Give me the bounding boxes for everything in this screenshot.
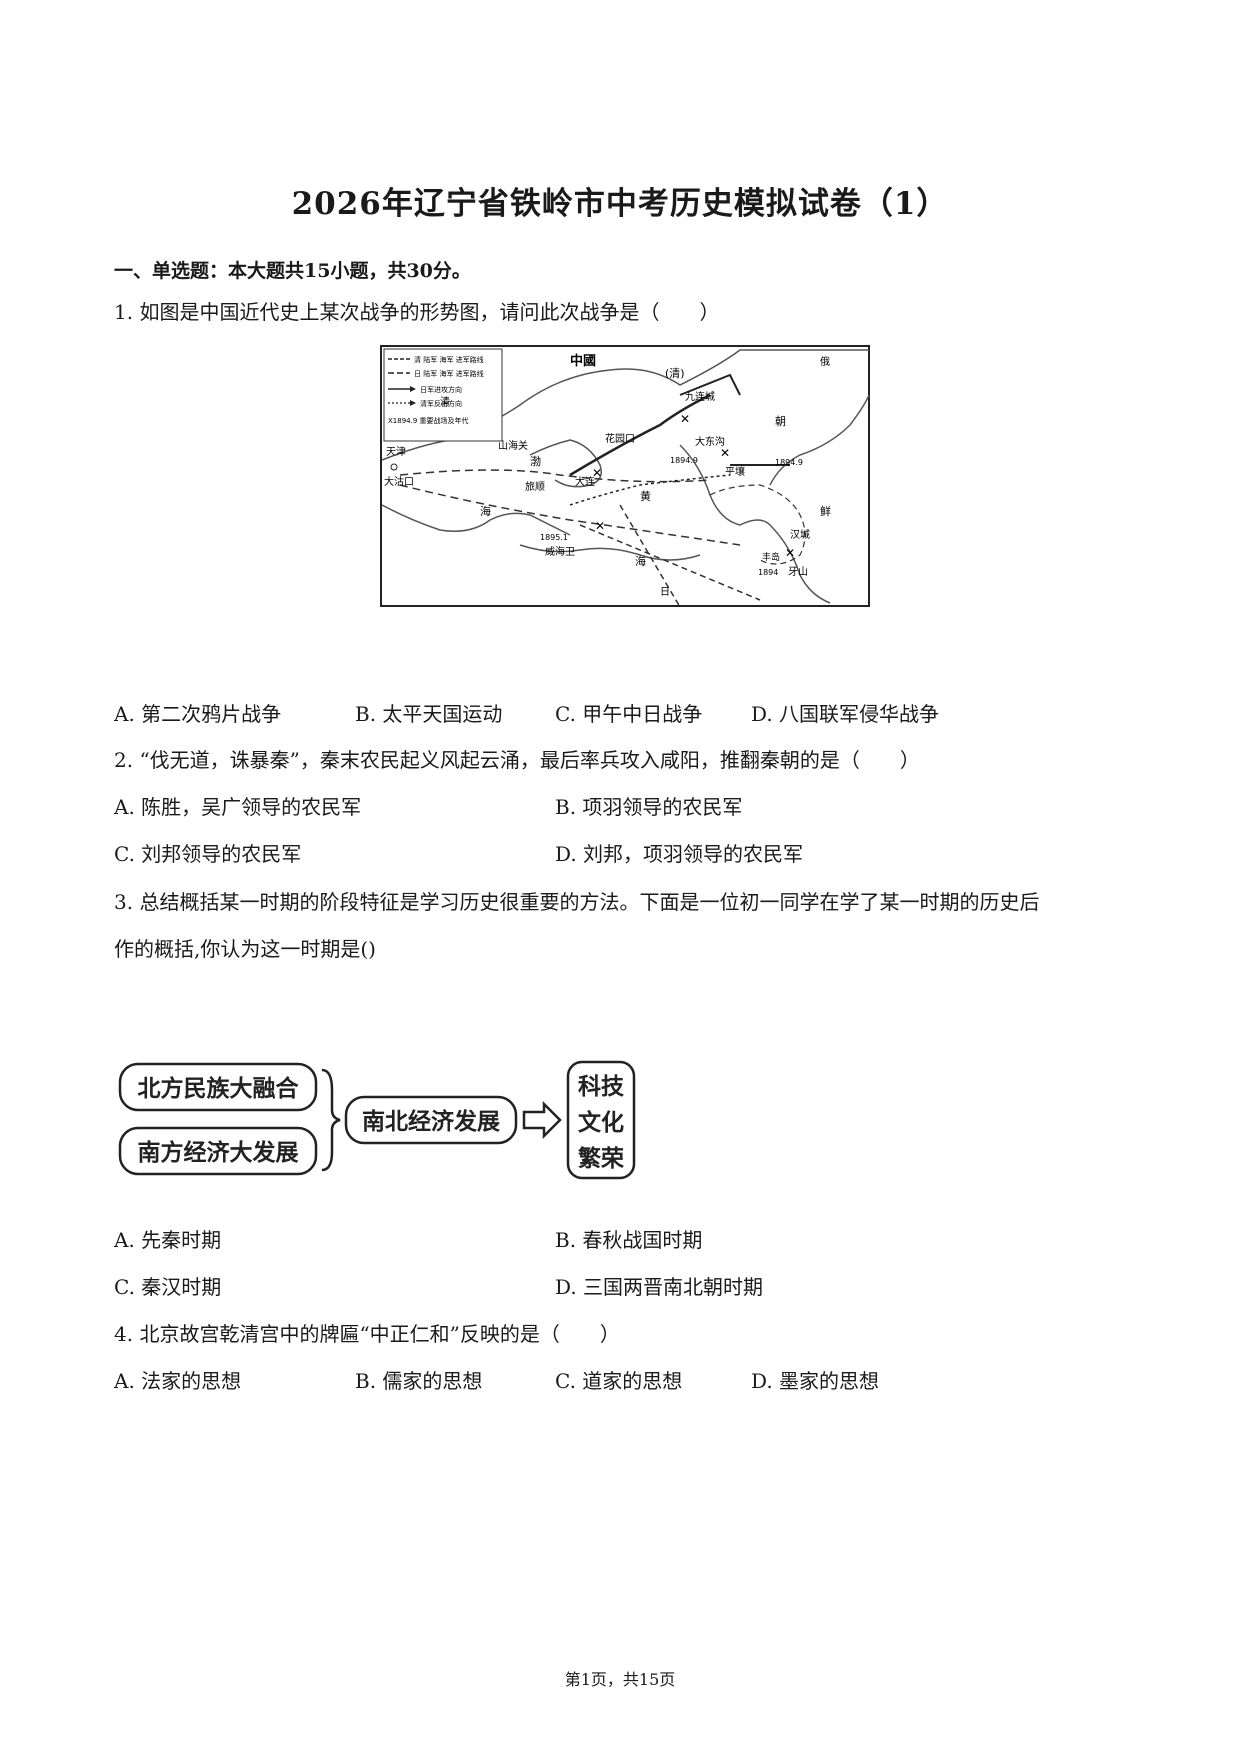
war-situation-map: 清 陆军 海军 进军路线 日 陆军 海军 进军路线 日军进攻方向 清军反击方向 … xyxy=(380,345,870,608)
question-1-stem: 1. 如图是中国近代史上某次战争的形势图，请问此次战争是（ ） xyxy=(114,300,720,324)
map-label: 牙山 xyxy=(788,566,808,578)
map-label: 日 xyxy=(660,587,670,598)
svg-text:✕: ✕ xyxy=(785,546,795,560)
svg-text:✕: ✕ xyxy=(720,446,730,460)
diagram-box-economy: 南北经济发展 xyxy=(362,1108,500,1135)
diagram-box-culture-line1: 科技 xyxy=(578,1074,625,1100)
map-label: (清) xyxy=(665,367,685,380)
question-4-stem: 4. 北京故宫乾清宫中的牌匾“中正仁和”反映的是（ ） xyxy=(114,1322,620,1346)
map-label: 俄 xyxy=(820,356,830,368)
svg-text:✕: ✕ xyxy=(595,519,605,533)
map-label: 渤 xyxy=(530,455,541,468)
map-label: 天津 xyxy=(386,446,406,458)
map-label: 大东沟 xyxy=(695,435,725,448)
map-legend-3: 日军进攻方向 xyxy=(420,385,462,394)
q4-option-a[interactable]: A. 法家的思想 xyxy=(114,1369,242,1393)
map-label: 山海关 xyxy=(498,439,528,452)
map-label: 旅顺 xyxy=(525,480,545,493)
map-label: 丰岛 xyxy=(762,551,780,563)
map-legend-1: 清 陆军 海军 进军路线 xyxy=(414,355,484,364)
q2-option-a[interactable]: A. 陈胜，吴广领导的农民军 xyxy=(114,795,362,819)
question-2-stem: 2. “伐无道，诛暴秦”，秦末农民起义风起云涌，最后率兵攻入咸阳，推翻秦朝的是（… xyxy=(114,748,920,772)
q3-option-a[interactable]: A. 先秦时期 xyxy=(114,1228,222,1252)
q4-option-c[interactable]: C. 道家的思想 xyxy=(555,1369,683,1393)
map-label: 大沽口 xyxy=(384,475,414,488)
map-label: 朝 xyxy=(775,415,786,428)
question-3-stem-line1: 3. 总结概括某一时期的阶段特征是学习历史很重要的方法。下面是一位初一同学在学了… xyxy=(114,890,1040,914)
map-label: 威海卫 xyxy=(545,545,575,558)
q2-option-b[interactable]: B. 项羽领导的农民军 xyxy=(555,795,743,819)
map-label: 1894.9 xyxy=(775,458,803,467)
q2-option-d[interactable]: D. 刘邦，项羽领导的农民军 xyxy=(555,842,804,866)
q2-option-c[interactable]: C. 刘邦领导的农民军 xyxy=(114,842,302,866)
arrow-right-icon xyxy=(522,1100,562,1140)
map-label: 海 xyxy=(480,504,491,518)
map-label: 1894.9 xyxy=(670,456,698,465)
map-label: 海 xyxy=(635,554,646,568)
q3-option-c[interactable]: C. 秦汉时期 xyxy=(114,1275,222,1299)
q4-option-d[interactable]: D. 墨家的思想 xyxy=(751,1369,880,1393)
period-summary-diagram: 北方民族大融合 南方经济大发展 南北经济发展 科技 文化 繁荣 xyxy=(116,1060,646,1180)
map-label: 清 xyxy=(440,395,450,408)
svg-text:✕: ✕ xyxy=(592,466,602,480)
map-label: 黄 xyxy=(640,489,651,503)
q1-option-d[interactable]: D. 八国联军侵华战争 xyxy=(751,702,940,726)
q3-option-d[interactable]: D. 三国两晋南北朝时期 xyxy=(555,1275,764,1299)
q3-option-b[interactable]: B. 春秋战国时期 xyxy=(555,1228,703,1252)
map-label: 花园口 xyxy=(605,432,635,445)
page-footer: 第1页，共15页 xyxy=(564,1670,676,1689)
map-label: 鲜 xyxy=(820,504,831,518)
map-legend-5: X1894.9 重要战场及年代 xyxy=(388,416,469,425)
map-legend-4: 清军反击方向 xyxy=(420,399,462,408)
diagram-box-north: 北方民族大融合 xyxy=(138,1075,300,1102)
q4-option-b[interactable]: B. 儒家的思想 xyxy=(355,1369,483,1393)
map-label: 九连城 xyxy=(685,390,715,403)
q1-option-a[interactable]: A. 第二次鸦片战争 xyxy=(114,702,282,726)
map-label: 1894 xyxy=(758,568,778,577)
diagram-box-culture-line3: 繁荣 xyxy=(578,1145,624,1172)
map-label: 汉城 xyxy=(790,529,810,541)
svg-text:✕: ✕ xyxy=(680,412,690,426)
q1-option-b[interactable]: B. 太平天国运动 xyxy=(355,702,503,726)
diagram-box-south: 南方经济大发展 xyxy=(138,1139,299,1166)
map-label: 平壤 xyxy=(725,465,745,478)
q1-option-c[interactable]: C. 甲午中日战争 xyxy=(555,702,703,726)
map-label: 大连 xyxy=(575,475,595,488)
map-label: 中國 xyxy=(570,353,596,369)
map-legend-2: 日 陆军 海军 进军路线 xyxy=(414,369,484,378)
page-title: 2026年辽宁省铁岭市中考历史模拟试卷（1） xyxy=(291,186,949,222)
map-label: 1895.1 xyxy=(540,533,568,542)
question-3-stem-line2: 作的概括,你认为这一时期是() xyxy=(114,937,376,961)
section-heading: 一、单选题：本大题共15小题，共30分。 xyxy=(114,260,471,282)
diagram-box-culture-line2: 文化 xyxy=(578,1109,624,1136)
